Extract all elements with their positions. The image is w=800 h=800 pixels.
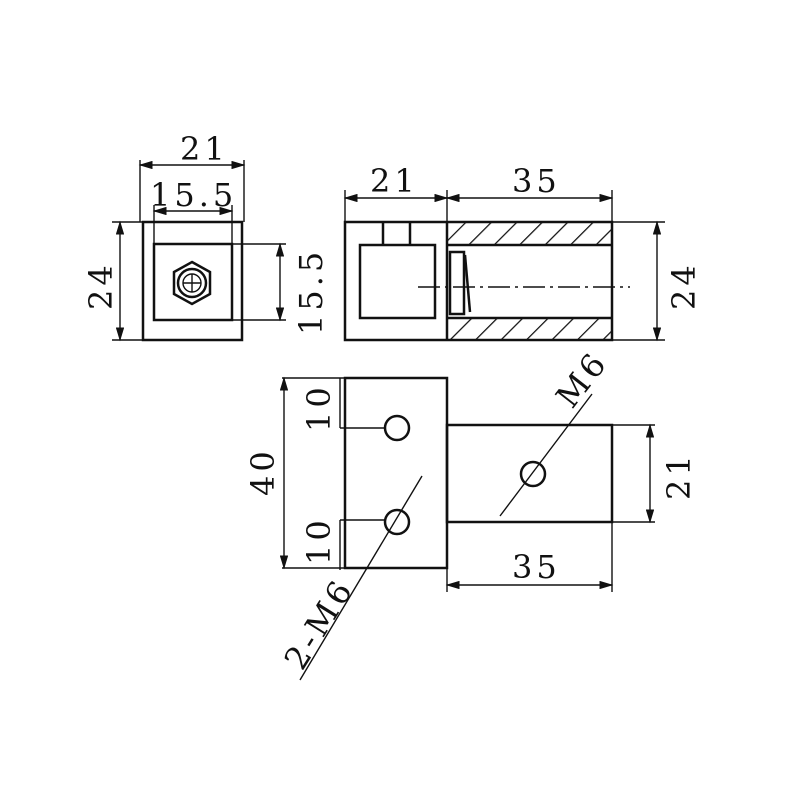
- hole-icon: [519, 460, 547, 488]
- front-width-label: 21: [180, 130, 229, 168]
- m6-leader: [499, 393, 593, 517]
- 2-m6-leader: [299, 475, 423, 681]
- side-view: 21 35 24: [343, 162, 703, 342]
- front-view: 21 15.5 24 15.5: [82, 130, 330, 342]
- nut-icon: [448, 250, 466, 316]
- bottom-tube: [445, 423, 614, 524]
- holes-label: 2-M6: [277, 571, 362, 676]
- front-inner-pocket: [152, 242, 234, 322]
- bottom-height-label: 40: [244, 447, 282, 496]
- thread-label: M6: [548, 343, 616, 415]
- hole-icon: [383, 414, 411, 442]
- hole-icon: [383, 508, 411, 536]
- side-tube-length-label: 35: [512, 162, 561, 200]
- top-offset-label: 10: [300, 383, 338, 432]
- front-inner-height-label: 15.5: [292, 248, 330, 335]
- bottom-view: 40 10 10 M6 21 35 2-M6: [244, 343, 698, 681]
- screw-icon: [172, 260, 212, 306]
- front-outer-body: [141, 220, 244, 342]
- tube-width-label: 21: [660, 451, 698, 500]
- tube-length-label: 35: [512, 548, 561, 586]
- front-inner-width-label: 15.5: [150, 176, 237, 214]
- side-body: [343, 220, 614, 342]
- side-height-label: 24: [665, 261, 703, 310]
- side-left-width-label: 21: [370, 162, 419, 200]
- bottom-block: [343, 376, 449, 570]
- side-clamp-block: [358, 243, 437, 320]
- front-height-label: 24: [82, 261, 120, 310]
- bottom-offset-label: 10: [300, 516, 338, 565]
